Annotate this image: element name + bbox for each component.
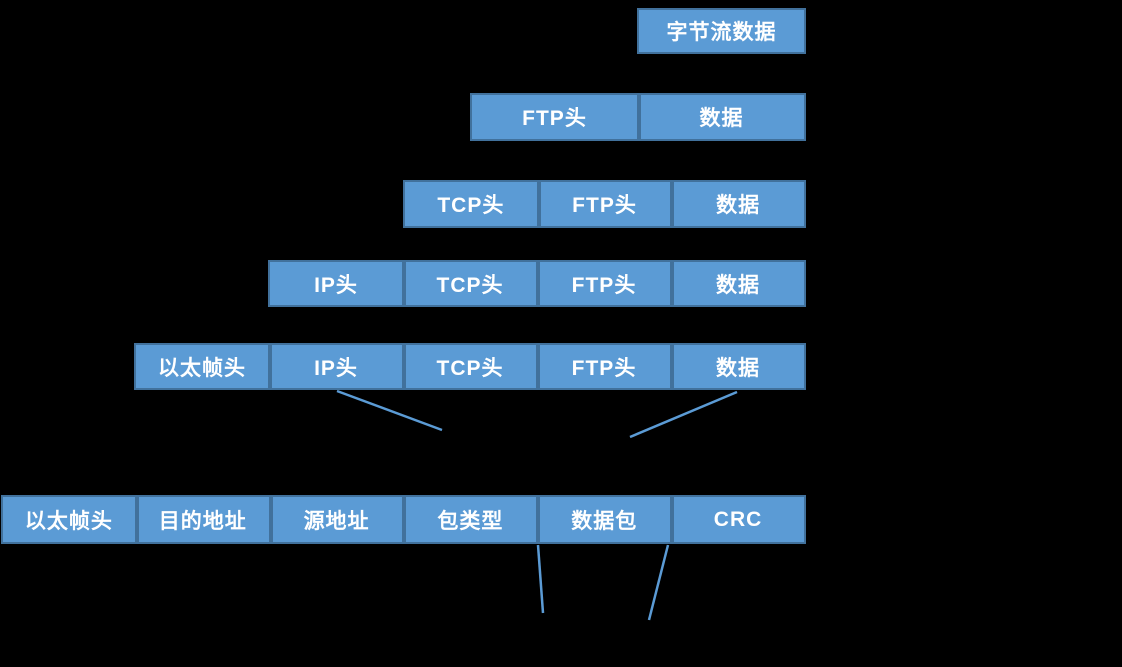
cell-data: 数据 [672,343,806,390]
cell-data: 数据 [672,180,807,228]
connector-line [629,390,738,439]
connector-line [336,389,443,432]
cell-tcp-header: TCP头 [404,260,538,307]
cell-ftp-header: FTP头 [538,180,673,228]
connector-line [536,544,545,614]
cell-ip-header: IP头 [268,260,404,307]
cell-ftp-header: FTP头 [538,260,672,307]
cell-tcp-header: TCP头 [403,180,539,228]
cell-crc: CRC [672,495,806,544]
cell-ethernet-frame-header: 以太帧头 [134,343,270,390]
row-ethernet-layer: 以太帧头 IP头 TCP头 FTP头 数据 [134,343,806,390]
cell-packet-type: 包类型 [404,495,539,544]
row-ethernet-frame-detail: 以太帧头 目的地址 源地址 包类型 数据包 CRC [1,495,806,544]
row-tcp-layer: TCP头 FTP头 数据 [403,180,807,228]
cell-data: 数据 [672,260,806,307]
cell-ftp-header: FTP头 [538,343,672,390]
connector-line [647,544,670,621]
cell-data-packet: 数据包 [538,495,673,544]
cell-ethernet-frame-header: 以太帧头 [1,495,137,544]
cell-ftp-header: FTP头 [470,93,639,141]
cell-byte-stream-data: 字节流数据 [637,8,806,54]
cell-data: 数据 [639,93,806,141]
row-byte-stream: 字节流数据 [637,8,806,54]
cell-ip-header: IP头 [270,343,404,390]
row-ip-layer: IP头 TCP头 FTP头 数据 [268,260,806,307]
cell-source-address: 源地址 [270,495,405,544]
cell-destination-address: 目的地址 [136,495,271,544]
row-ftp-layer: FTP头 数据 [470,93,806,141]
cell-tcp-header: TCP头 [404,343,538,390]
